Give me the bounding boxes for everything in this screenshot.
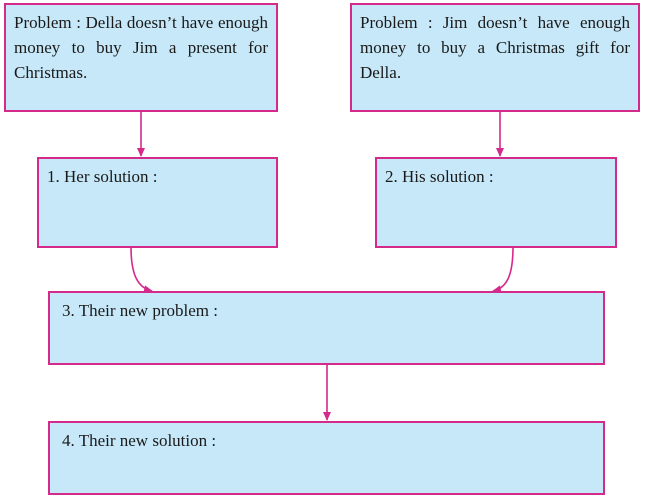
jim-problem-text: Problem : Jim doesn’t have enough money … — [360, 13, 630, 82]
jim-problem-box: Problem : Jim doesn’t have enough money … — [350, 3, 640, 112]
her-solution-box: 1. Her solution : — [37, 157, 278, 248]
her-solution-label: 1. Her solution : — [47, 167, 158, 186]
arrow-his-solution-to-new-problem — [492, 246, 514, 294]
his-solution-box: 2. His solution : — [375, 157, 617, 248]
new-solution-box: 4. Their new solution : — [48, 421, 605, 495]
new-problem-label: 3. Their new problem : — [62, 301, 218, 320]
new-solution-label: 4. Their new solution : — [62, 431, 217, 450]
his-solution-label: 2. His solution : — [385, 167, 494, 186]
della-problem-box: Problem : Della doesn’t have enough mone… — [4, 3, 278, 112]
new-problem-box: 3. Their new problem : — [48, 291, 605, 365]
arrow-her-solution-to-new-problem — [130, 246, 153, 294]
della-problem-text: Problem : Della doesn’t have enough mone… — [14, 13, 268, 82]
